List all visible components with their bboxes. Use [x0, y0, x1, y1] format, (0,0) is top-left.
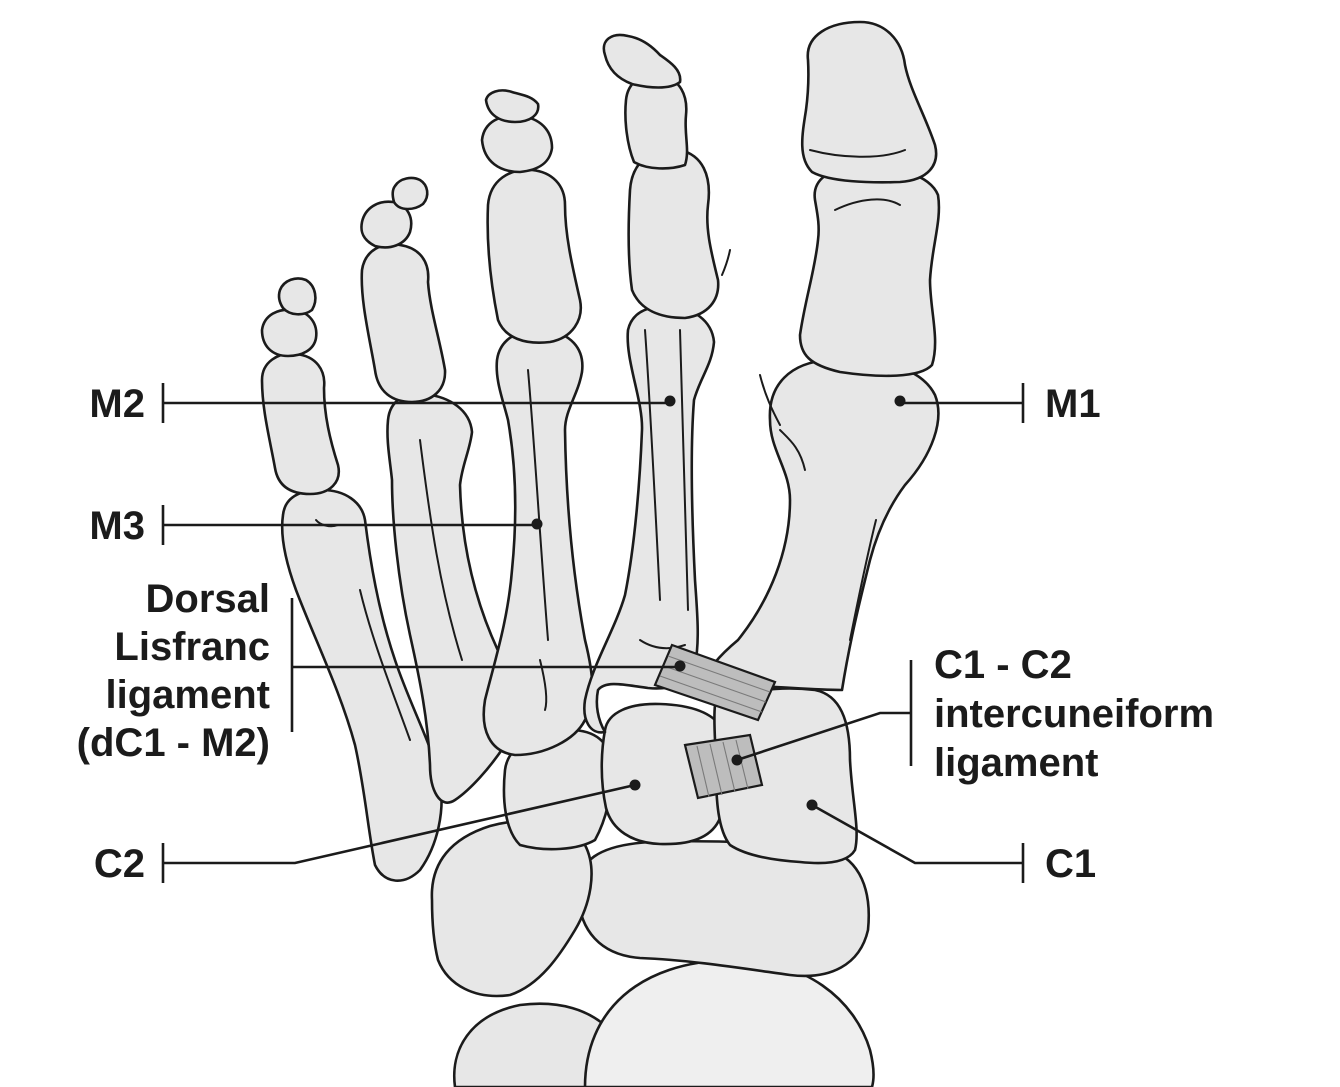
label-c2: C2	[94, 842, 145, 886]
hallux-distal-phalanx	[802, 22, 936, 182]
label-dorsal-lisfranc-line1: Dorsal	[146, 577, 271, 621]
second-toe-distal-phalanx	[604, 35, 680, 88]
label-intercuneiform-line2: intercuneiform	[934, 692, 1214, 736]
label-intercuneiform-line1: C1 - C2	[934, 643, 1072, 687]
first-metatarsal-bone	[700, 360, 938, 695]
second-toe-middle-phalanx	[629, 149, 719, 318]
third-toe-middle-phalanx	[488, 170, 581, 343]
label-dorsal-lisfranc-line2: Lisfranc	[114, 625, 270, 669]
label-m2: M2	[89, 382, 145, 426]
label-intercuneiform: C1 - C2 intercuneiform ligament	[934, 643, 1214, 785]
talus-head-bone	[585, 960, 874, 1087]
label-m1: M1	[1045, 382, 1101, 426]
label-c1: C1	[1045, 842, 1096, 886]
third-toe-proximal-phalanx	[482, 116, 552, 172]
fourth-toe-distal-phalanx	[393, 178, 428, 209]
label-m3: M3	[89, 504, 145, 548]
label-dorsal-lisfranc: Dorsal Lisfranc ligament (dC1 - M2)	[77, 577, 270, 765]
fifth-toe-proximal-phalanx	[262, 310, 316, 356]
third-toe-distal-phalanx	[486, 90, 538, 122]
fourth-toe-middle-phalanx	[362, 244, 445, 402]
third-metatarsal-bone	[484, 330, 593, 755]
label-dorsal-lisfranc-line3: ligament	[106, 673, 270, 717]
label-dorsal-lisfranc-line4: (dC1 - M2)	[77, 721, 270, 765]
label-intercuneiform-line3: ligament	[934, 741, 1098, 785]
hallux-proximal-phalanx	[800, 166, 939, 376]
fifth-toe-middle-phalanx	[262, 354, 339, 494]
fifth-toe-distal-phalanx	[279, 278, 315, 314]
